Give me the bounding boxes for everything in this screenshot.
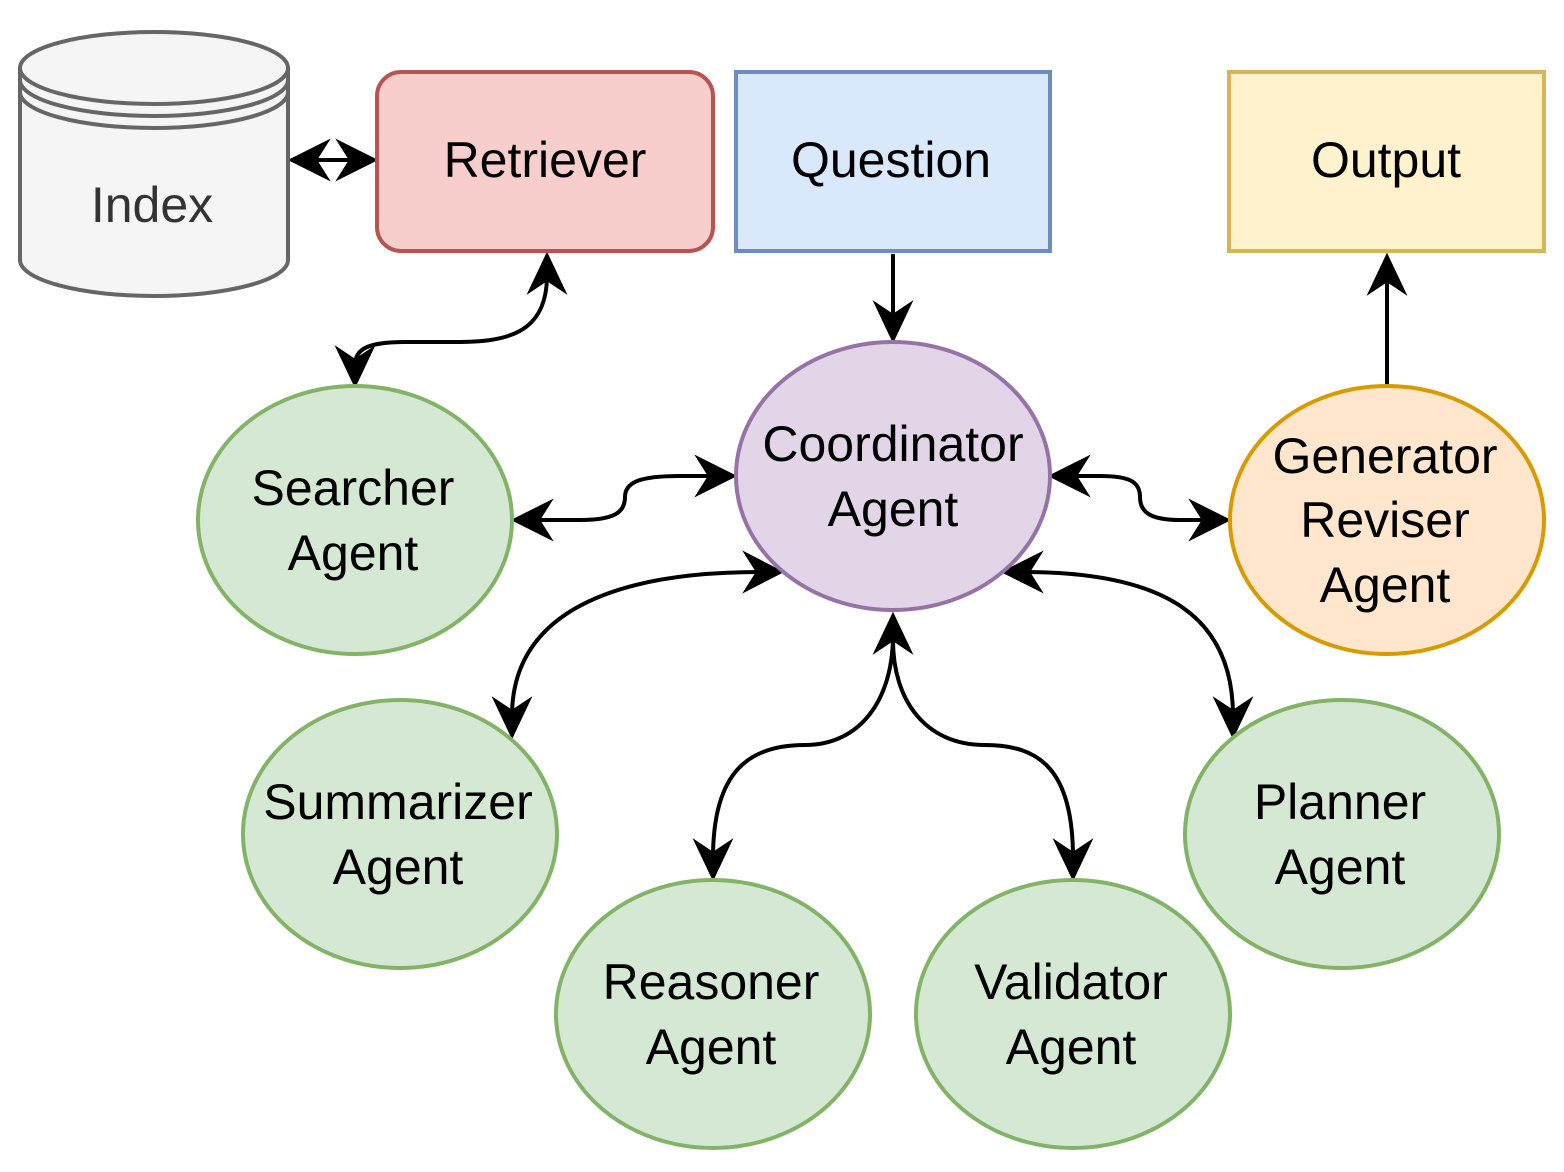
validator-agent-node: Validator Agent (914, 878, 1232, 1150)
planner-label-line-1: Planner (1254, 774, 1426, 830)
output-node: Output (1227, 70, 1546, 253)
retriever-box (375, 70, 715, 253)
edge-coordinator-generator (1047, 454, 1232, 542)
reasoner-ellipse (554, 878, 872, 1150)
summarizer-agent-node: Summarizer Agent (241, 698, 559, 970)
output-label: Output (1311, 132, 1461, 188)
generator-ellipse (1228, 384, 1546, 656)
searcher-label-line-2: Agent (288, 525, 419, 581)
reasoner-label-line-1: Reasoner (603, 954, 820, 1010)
validator-ellipse (914, 878, 1232, 1150)
edge-coordinator-summarizer (491, 550, 785, 740)
searcher-label-line-1: Searcher (252, 460, 455, 516)
question-label: Question (791, 132, 991, 188)
index-cylinder-ring-1 (18, 79, 290, 118)
index-label: Index (91, 177, 213, 233)
index-database: Index (18, 30, 290, 298)
generator-label-line-2: Reviser (1300, 492, 1469, 548)
edge-retriever-searcher (334, 251, 568, 389)
reasoner-agent-node: Reasoner Agent (554, 878, 872, 1150)
planner-agent-node: Planner Agent (1183, 698, 1501, 970)
searcher-ellipse (196, 384, 514, 656)
coordinator-ellipse (734, 340, 1052, 612)
index-cylinder-body (18, 30, 290, 298)
edge-coordinator-validator (891, 639, 1094, 882)
retriever-label: Retriever (444, 132, 647, 188)
planner-ellipse (1183, 698, 1501, 970)
edge-coordinator-planner (1000, 550, 1254, 740)
retriever-node: Retriever (375, 70, 715, 253)
coordinator-label-line-1: Coordinator (762, 416, 1023, 472)
edge-coordinator-searcher (510, 454, 738, 542)
coordinator-label-line-2: Agent (828, 481, 959, 537)
question-node: Question (734, 70, 1052, 253)
generator-label-line-3: Agent (1320, 557, 1451, 613)
validator-label-line-2: Agent (1006, 1019, 1137, 1075)
reasoner-label-line-2: Agent (646, 1019, 777, 1075)
edges (287, 138, 1408, 882)
edge-question-coordinator (872, 254, 914, 344)
edge-generator-output (1366, 252, 1408, 386)
coordinator-agent-node: Coordinator Agent (734, 340, 1052, 612)
searcher-agent-node: Searcher Agent (196, 384, 514, 656)
index-cylinder-rim (18, 67, 290, 106)
validator-label-line-1: Validator (974, 954, 1168, 1010)
planner-label-line-2: Agent (1275, 839, 1406, 895)
output-box (1227, 70, 1546, 253)
question-box (734, 70, 1052, 253)
index-cylinder-ring-2 (18, 91, 290, 130)
summarizer-label-line-1: Summarizer (263, 774, 532, 830)
generator-reviser-agent-node: Generator Reviser Agent (1228, 384, 1546, 656)
summarizer-ellipse (241, 698, 559, 970)
generator-label-line-1: Generator (1272, 428, 1497, 484)
edge-index-retriever (287, 138, 379, 182)
summarizer-label-line-2: Agent (333, 839, 464, 895)
edge-coordinator-reasoner (692, 611, 914, 882)
